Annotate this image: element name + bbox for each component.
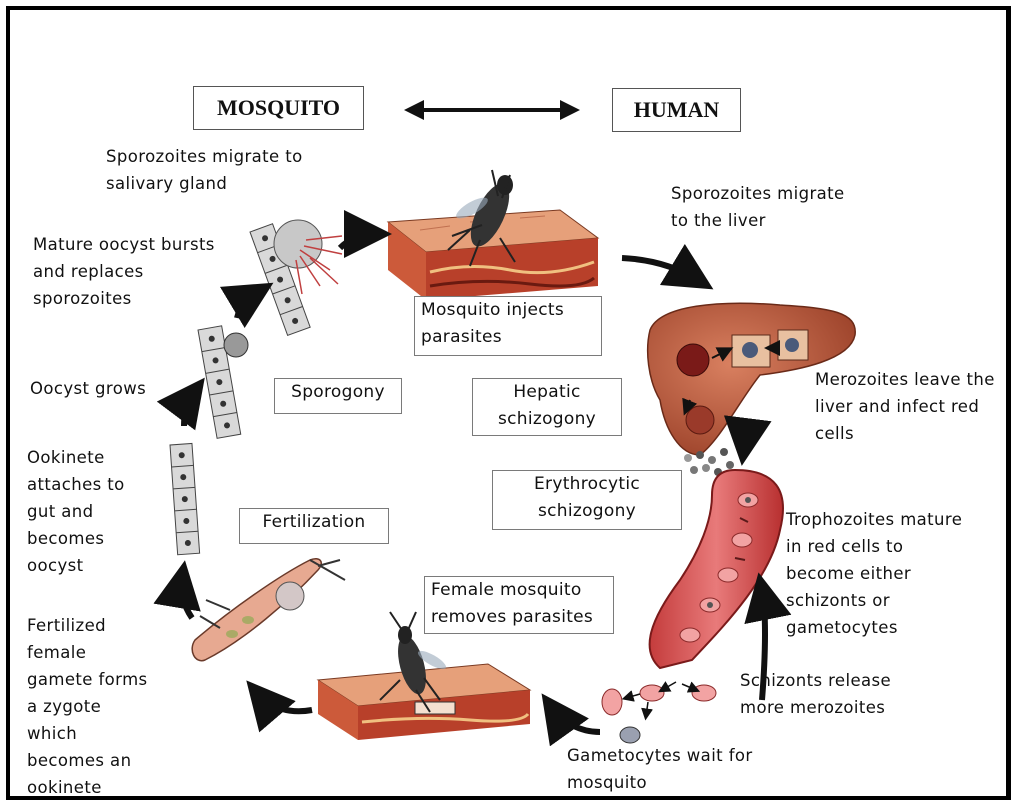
mosquito-injects-box: Mosquito injects parasites (414, 296, 602, 356)
label-gametocytes: Gametocytes wait for mosquito (567, 742, 753, 796)
hepatic-schizogony-box: Hepatic schizogony (472, 378, 622, 436)
released-red-cells (602, 682, 716, 743)
label-fertilized: Fertilized female gamete forms a zygote … (27, 612, 148, 801)
label-ookinete: Ookinete attaches to gut and becomes ooc… (27, 444, 125, 579)
label-oocyst-bursts: Mature oocyst bursts and replaces sporoz… (33, 231, 215, 312)
label-trophozoites: Trophozoites mature in red cells to beco… (786, 506, 962, 641)
mosquito-header: MOSQUITO (193, 86, 364, 130)
label-migrate-liver: Sporozoites migrate to the liver (671, 180, 845, 234)
human-header: HUMAN (612, 88, 741, 132)
label-salivary-gland: Sporozoites migrate to salivary gland (106, 143, 303, 197)
label-merozoites: Merozoites leave the liver and infect re… (815, 366, 995, 447)
female-mosquito-box: Female mosquito removes parasites (424, 576, 614, 634)
label-oocyst-grows: Oocyst grows (30, 375, 146, 402)
sporogony-box: Sporogony (274, 378, 402, 414)
erythrocytic-schizogony-box: Erythrocytic schizogony (492, 470, 682, 530)
fertilization-box: Fertilization (239, 508, 389, 544)
mosquito-icon (192, 559, 345, 661)
label-schizonts: Schizonts release more merozoites (740, 667, 891, 721)
double-arrow-icon (404, 100, 580, 120)
